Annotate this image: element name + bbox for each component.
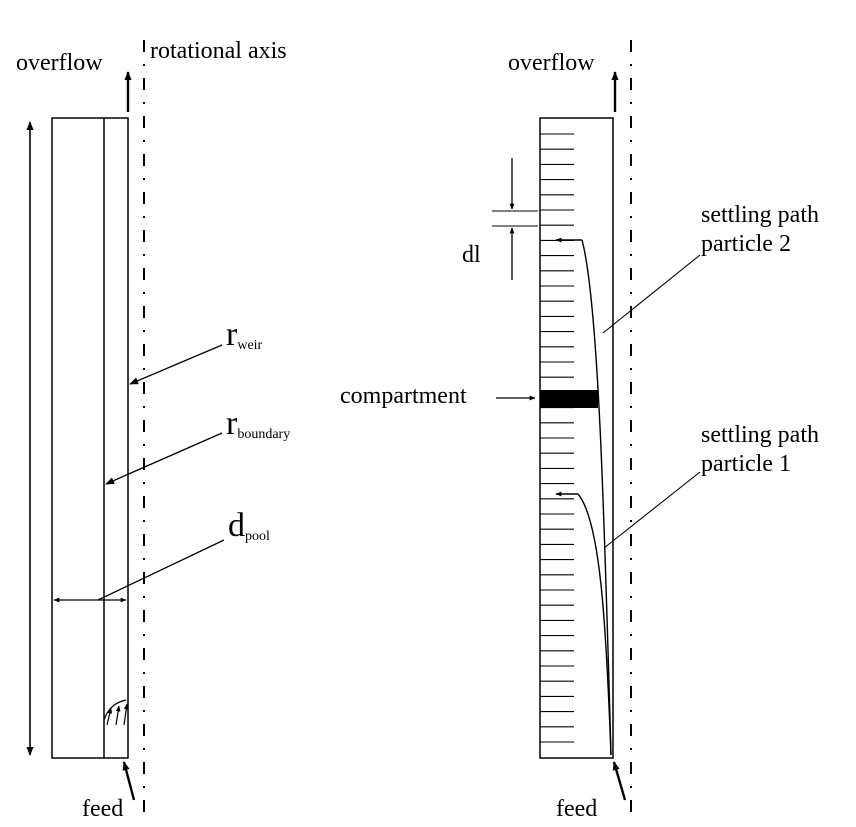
r-weir-arrow: [129, 344, 223, 385]
r-boundary-arrow: [105, 432, 223, 485]
overflow-label-right: overflow: [508, 50, 595, 76]
left-small-arrow-3: [123, 703, 129, 726]
d-pool-pointer: [97, 539, 225, 601]
left-diagram: overflow rotational axis rweir rboundary…: [16, 38, 290, 822]
d-pool-label: dpool: [228, 507, 270, 544]
settling-path-1-label-line2: particle 1: [701, 451, 791, 477]
feed-arrow: [122, 761, 136, 801]
settling-path-2-pointer: [602, 254, 701, 334]
feed-label: feed: [82, 796, 123, 822]
settling-path-1-pointer: [603, 471, 701, 549]
left-small-arrow-2: [115, 705, 121, 726]
overflow-label: overflow: [16, 50, 103, 76]
compartment-block: [540, 390, 598, 408]
settling-path-2-label-line1: settling path: [701, 202, 819, 228]
rotational-axis-label: rotational axis: [150, 38, 287, 64]
feed-arrow-right: [612, 761, 627, 801]
r-weir-label: rweir: [226, 316, 263, 353]
right-diagram: overflow dl settling path particle 2 com…: [340, 40, 819, 822]
r-boundary-label: rboundary: [226, 405, 290, 442]
feed-label-right: feed: [556, 796, 597, 822]
settling-path-1: [577, 493, 612, 756]
left-settling-curve: [103, 699, 127, 721]
compartment-ticks: [540, 133, 574, 743]
settling-path-2-label-line2: particle 2: [701, 231, 791, 257]
dl-label: dl: [462, 242, 481, 268]
settling-path-1-label-line1: settling path: [701, 422, 819, 448]
bowl-outline: [51, 117, 129, 759]
settling-path-2: [581, 239, 612, 756]
compartment-label: compartment: [340, 383, 467, 409]
left-small-arrow-1: [106, 707, 113, 726]
